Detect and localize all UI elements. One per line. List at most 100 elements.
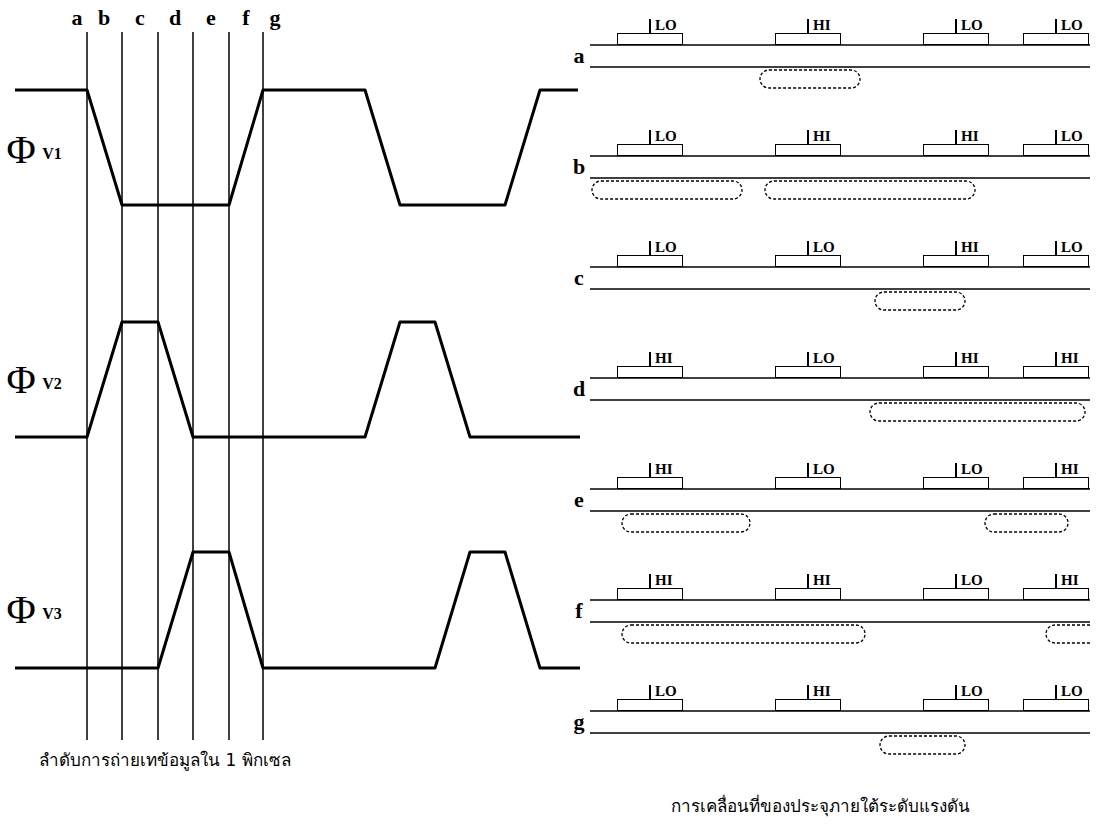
charge-packets (592, 70, 1090, 754)
gate-electrode: HI (1023, 477, 1089, 489)
row-letter: f (575, 600, 582, 622)
electrode-lead (955, 19, 957, 34)
voltage-level: LO (1061, 18, 1083, 33)
voltage-level: LO (655, 684, 677, 699)
voltage-level: LO (961, 18, 983, 33)
gate-electrode: HI (923, 144, 989, 156)
electrode-lead (807, 130, 809, 145)
voltage-level: LO (961, 684, 983, 699)
electrode-lead (1055, 241, 1057, 256)
voltage-level: LO (1061, 684, 1083, 699)
electrode-lead (1055, 19, 1057, 34)
figure-caption: การเคลื่อนที่ของประจุภายใต้ระดับแรงดัน (671, 798, 970, 815)
voltage-level: HI (813, 573, 831, 588)
electrode-lead (649, 241, 651, 256)
voltage-level: HI (813, 129, 831, 144)
v1-waveform (15, 90, 578, 205)
voltage-level: HI (655, 573, 673, 588)
voltage-level: HI (961, 240, 979, 255)
voltage-level: LO (813, 240, 835, 255)
electrode-lead (649, 574, 651, 589)
clock-waveforms (15, 90, 580, 668)
voltage-level: LO (655, 18, 677, 33)
gate-electrode: LO (775, 366, 841, 378)
figure-caption: ลำดับการถ่ายเทข้อมูลใน 1 พิกเซล (39, 752, 291, 769)
electrode-lead (955, 574, 957, 589)
gate-electrode: LO (923, 33, 989, 45)
gate-electrode: LO (1023, 33, 1089, 45)
voltage-level: HI (813, 684, 831, 699)
gate-electrode: HI (775, 33, 841, 45)
gate-electrode: HI (923, 255, 989, 267)
electrode-lead (649, 463, 651, 478)
electrode-lead (1055, 352, 1057, 367)
electrode-lead (955, 685, 957, 700)
gate-electrode: LO (617, 255, 683, 267)
signal-name: V1 (42, 146, 62, 162)
gate-electrode: LO (775, 255, 841, 267)
gate-electrode: HI (923, 366, 989, 378)
gate-electrode: LO (923, 588, 989, 600)
gate-electrode: LO (1023, 144, 1089, 156)
electrode-lead (1055, 574, 1057, 589)
voltage-level: LO (961, 573, 983, 588)
electrode-lead (807, 352, 809, 367)
electrode-lead (1055, 130, 1057, 145)
electrode-lead (807, 463, 809, 478)
electrode-lead (955, 130, 957, 145)
gate-electrode: HI (775, 588, 841, 600)
gate-electrode: LO (617, 33, 683, 45)
electrode-lead (955, 241, 957, 256)
gate-electrode: HI (775, 144, 841, 156)
electrode-lead (1055, 463, 1057, 478)
signal-name: V2 (42, 376, 62, 392)
phase-letter: d (169, 7, 181, 29)
electrode-lead (649, 352, 651, 367)
v3-waveform (15, 552, 580, 668)
gate-electrode: HI (617, 366, 683, 378)
row-letter: e (574, 489, 584, 511)
gate-electrode: LO (923, 477, 989, 489)
voltage-level: HI (655, 351, 673, 366)
voltage-level: LO (813, 462, 835, 477)
signal-name: V3 (42, 606, 62, 622)
electrode-lead (955, 352, 957, 367)
electrode-lead (649, 19, 651, 34)
phase-letter: a (72, 7, 83, 29)
row-letter: c (574, 267, 584, 289)
phase-letter: g (270, 7, 281, 29)
gate-electrode: HI (617, 588, 683, 600)
phase-boundaries (87, 32, 263, 740)
row-letter: d (573, 378, 585, 400)
electrode-lead (649, 685, 651, 700)
ccd-rows (590, 45, 1090, 733)
voltage-level: LO (1061, 240, 1083, 255)
phi-symbol: Φ (6, 360, 35, 400)
electrode-lead (807, 685, 809, 700)
phase-letter: b (98, 7, 110, 29)
v2-waveform (15, 322, 580, 437)
gate-electrode: HI (775, 699, 841, 711)
gate-electrode: LO (923, 699, 989, 711)
electrode-lead (807, 19, 809, 34)
gate-electrode: LO (775, 477, 841, 489)
voltage-level: HI (813, 18, 831, 33)
gate-electrode: HI (617, 477, 683, 489)
row-letter: a (574, 45, 585, 67)
electrode-lead (1055, 685, 1057, 700)
voltage-level: LO (813, 351, 835, 366)
phase-letter: c (135, 7, 145, 29)
voltage-level: HI (1061, 573, 1079, 588)
voltage-level: HI (961, 129, 979, 144)
phase-letter: e (206, 7, 216, 29)
row-letter: g (574, 711, 585, 733)
voltage-level: LO (1061, 129, 1083, 144)
gate-electrode: LO (1023, 699, 1089, 711)
electrode-lead (807, 241, 809, 256)
gate-electrode: HI (1023, 588, 1089, 600)
gate-electrode: HI (1023, 366, 1089, 378)
electrode-lead (649, 130, 651, 145)
voltage-level: LO (655, 129, 677, 144)
phi-symbol: Φ (6, 590, 35, 630)
